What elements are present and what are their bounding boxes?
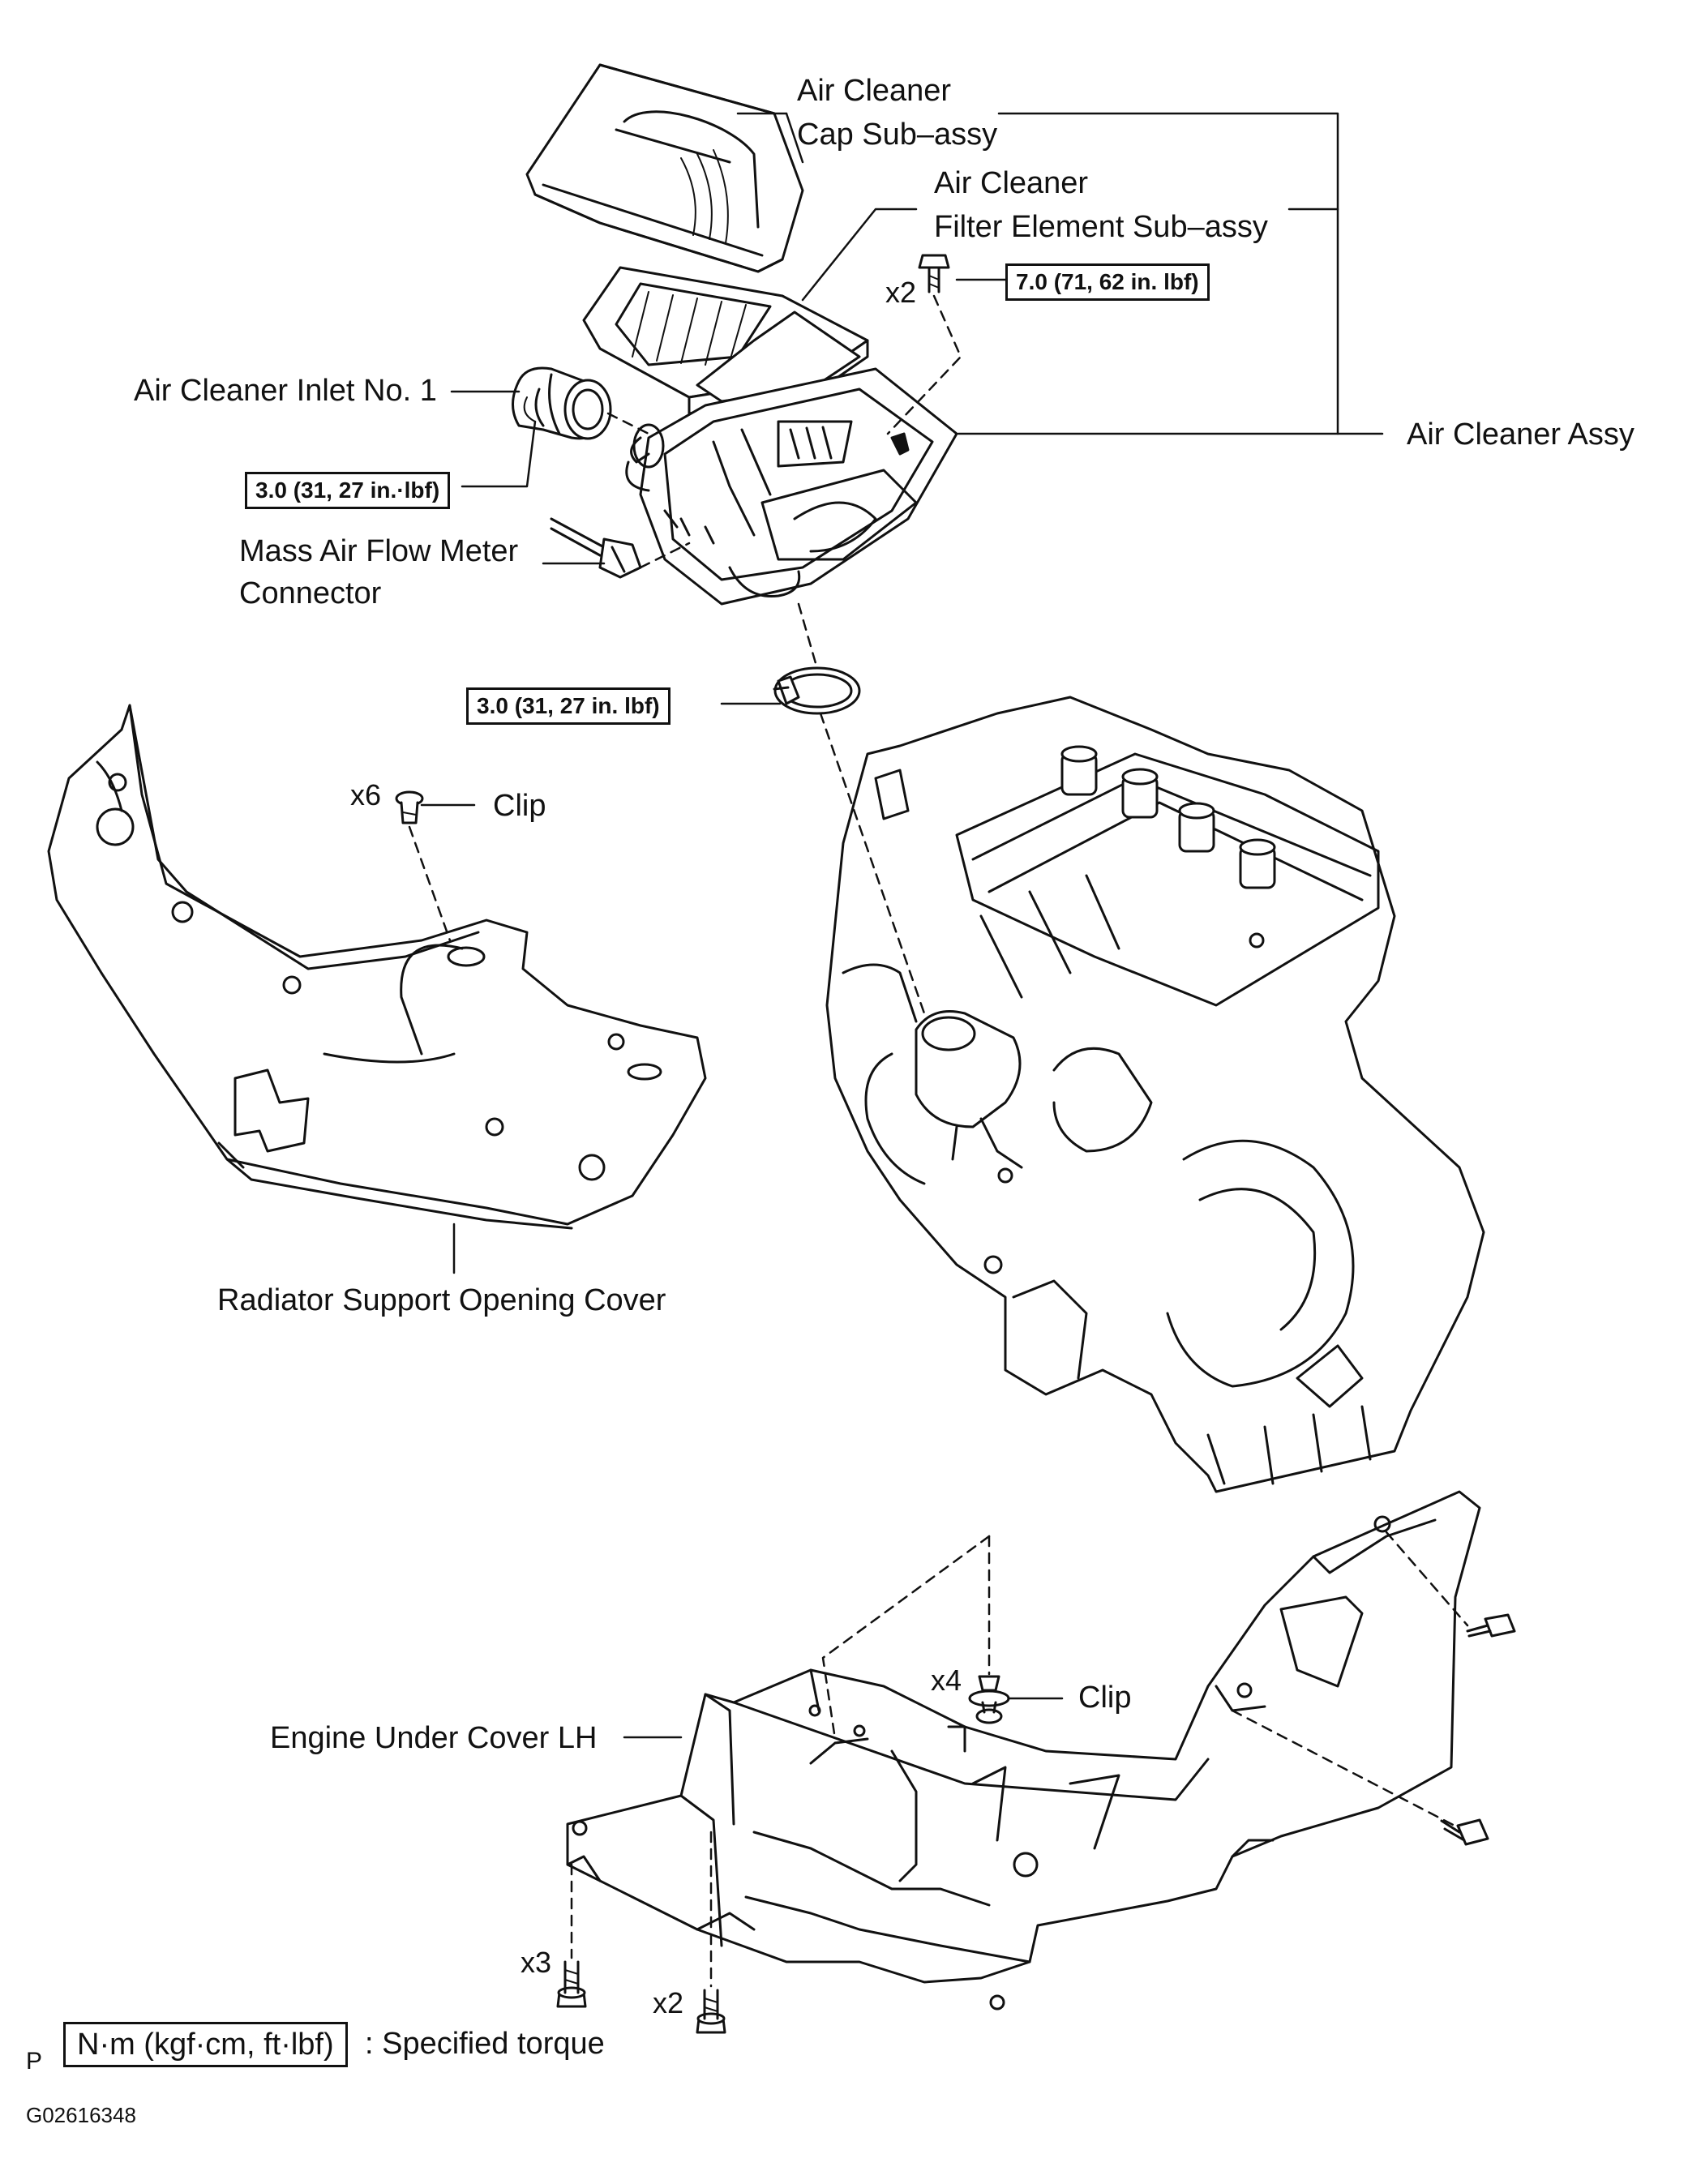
air-cleaner-case-drawing (625, 367, 958, 606)
qty-clip-lower: x4 (931, 1664, 962, 1697)
torque-hose-clamp: 3.0 (31, 27 in. lbf) (466, 687, 670, 725)
legend-specified-torque-text: : Specified torque (365, 2027, 605, 2061)
qty-bolt-under-mid: x2 (653, 1986, 684, 2019)
clip-under-cover (968, 1675, 1010, 1724)
qty-clip-upper: x6 (350, 778, 382, 812)
label-air-cleaner-cap-line2: Cap Sub–assy (797, 118, 998, 152)
filter-element-drawing (582, 266, 869, 415)
fasteners (395, 254, 1516, 2034)
hose-clamp-drawing (773, 666, 861, 715)
torque-bolt-air-cleaner: 7.0 (71, 62 in. lbf) (1005, 263, 1210, 301)
legend-torque-unit-box: N·m (kgf·cm, ft·lbf) (63, 2022, 348, 2067)
air-cleaner-inlet-drawing (512, 366, 612, 440)
figure-code: G02616348 (26, 2103, 136, 2127)
bolt-under-cover-right-lower (1440, 1818, 1489, 1846)
bolt-under-cover-x2 (696, 1989, 726, 2034)
qty-bolt-air-cleaner: x2 (885, 276, 917, 309)
label-maf-connector-line1: Mass Air Flow Meter (239, 534, 519, 568)
torque-inlet-clamp: 3.0 (31, 27 in.·lbf) (245, 472, 451, 509)
label-maf-connector-line2: Connector (239, 576, 382, 610)
label-air-cleaner-inlet: Air Cleaner Inlet No. 1 (134, 374, 437, 408)
maf-connector-drawing (550, 517, 642, 579)
bolt-air-cleaner (918, 254, 950, 293)
label-filter-element-line2: Filter Element Sub–assy (934, 210, 1268, 244)
label-radiator-support-cover: Radiator Support Opening Cover (217, 1283, 666, 1317)
radiator-support-cover-drawing (47, 704, 707, 1230)
clip-radiator-cover (395, 790, 424, 824)
air-cleaner-cap-drawing (525, 63, 804, 273)
bolt-under-cover-right-upper (1466, 1613, 1516, 1638)
bolt-under-cover-x3 (556, 1960, 587, 2008)
page-mark: P (26, 2048, 43, 2075)
label-filter-element-line1: Air Cleaner (934, 166, 1089, 200)
label-engine-under-cover: Engine Under Cover LH (270, 1721, 598, 1755)
label-clip-lower: Clip (1078, 1681, 1132, 1715)
engine-under-cover-drawing (566, 1490, 1481, 2011)
label-clip-upper: Clip (493, 789, 546, 823)
assembly-dashed-lines (408, 294, 1469, 1988)
leader-lines (420, 112, 1384, 1739)
label-air-cleaner-assy: Air Cleaner Assy (1407, 418, 1634, 452)
label-air-cleaner-cap-line1: Air Cleaner (797, 74, 952, 108)
qty-bolt-under-left: x3 (521, 1946, 552, 1979)
engine-drawing (825, 696, 1485, 1493)
